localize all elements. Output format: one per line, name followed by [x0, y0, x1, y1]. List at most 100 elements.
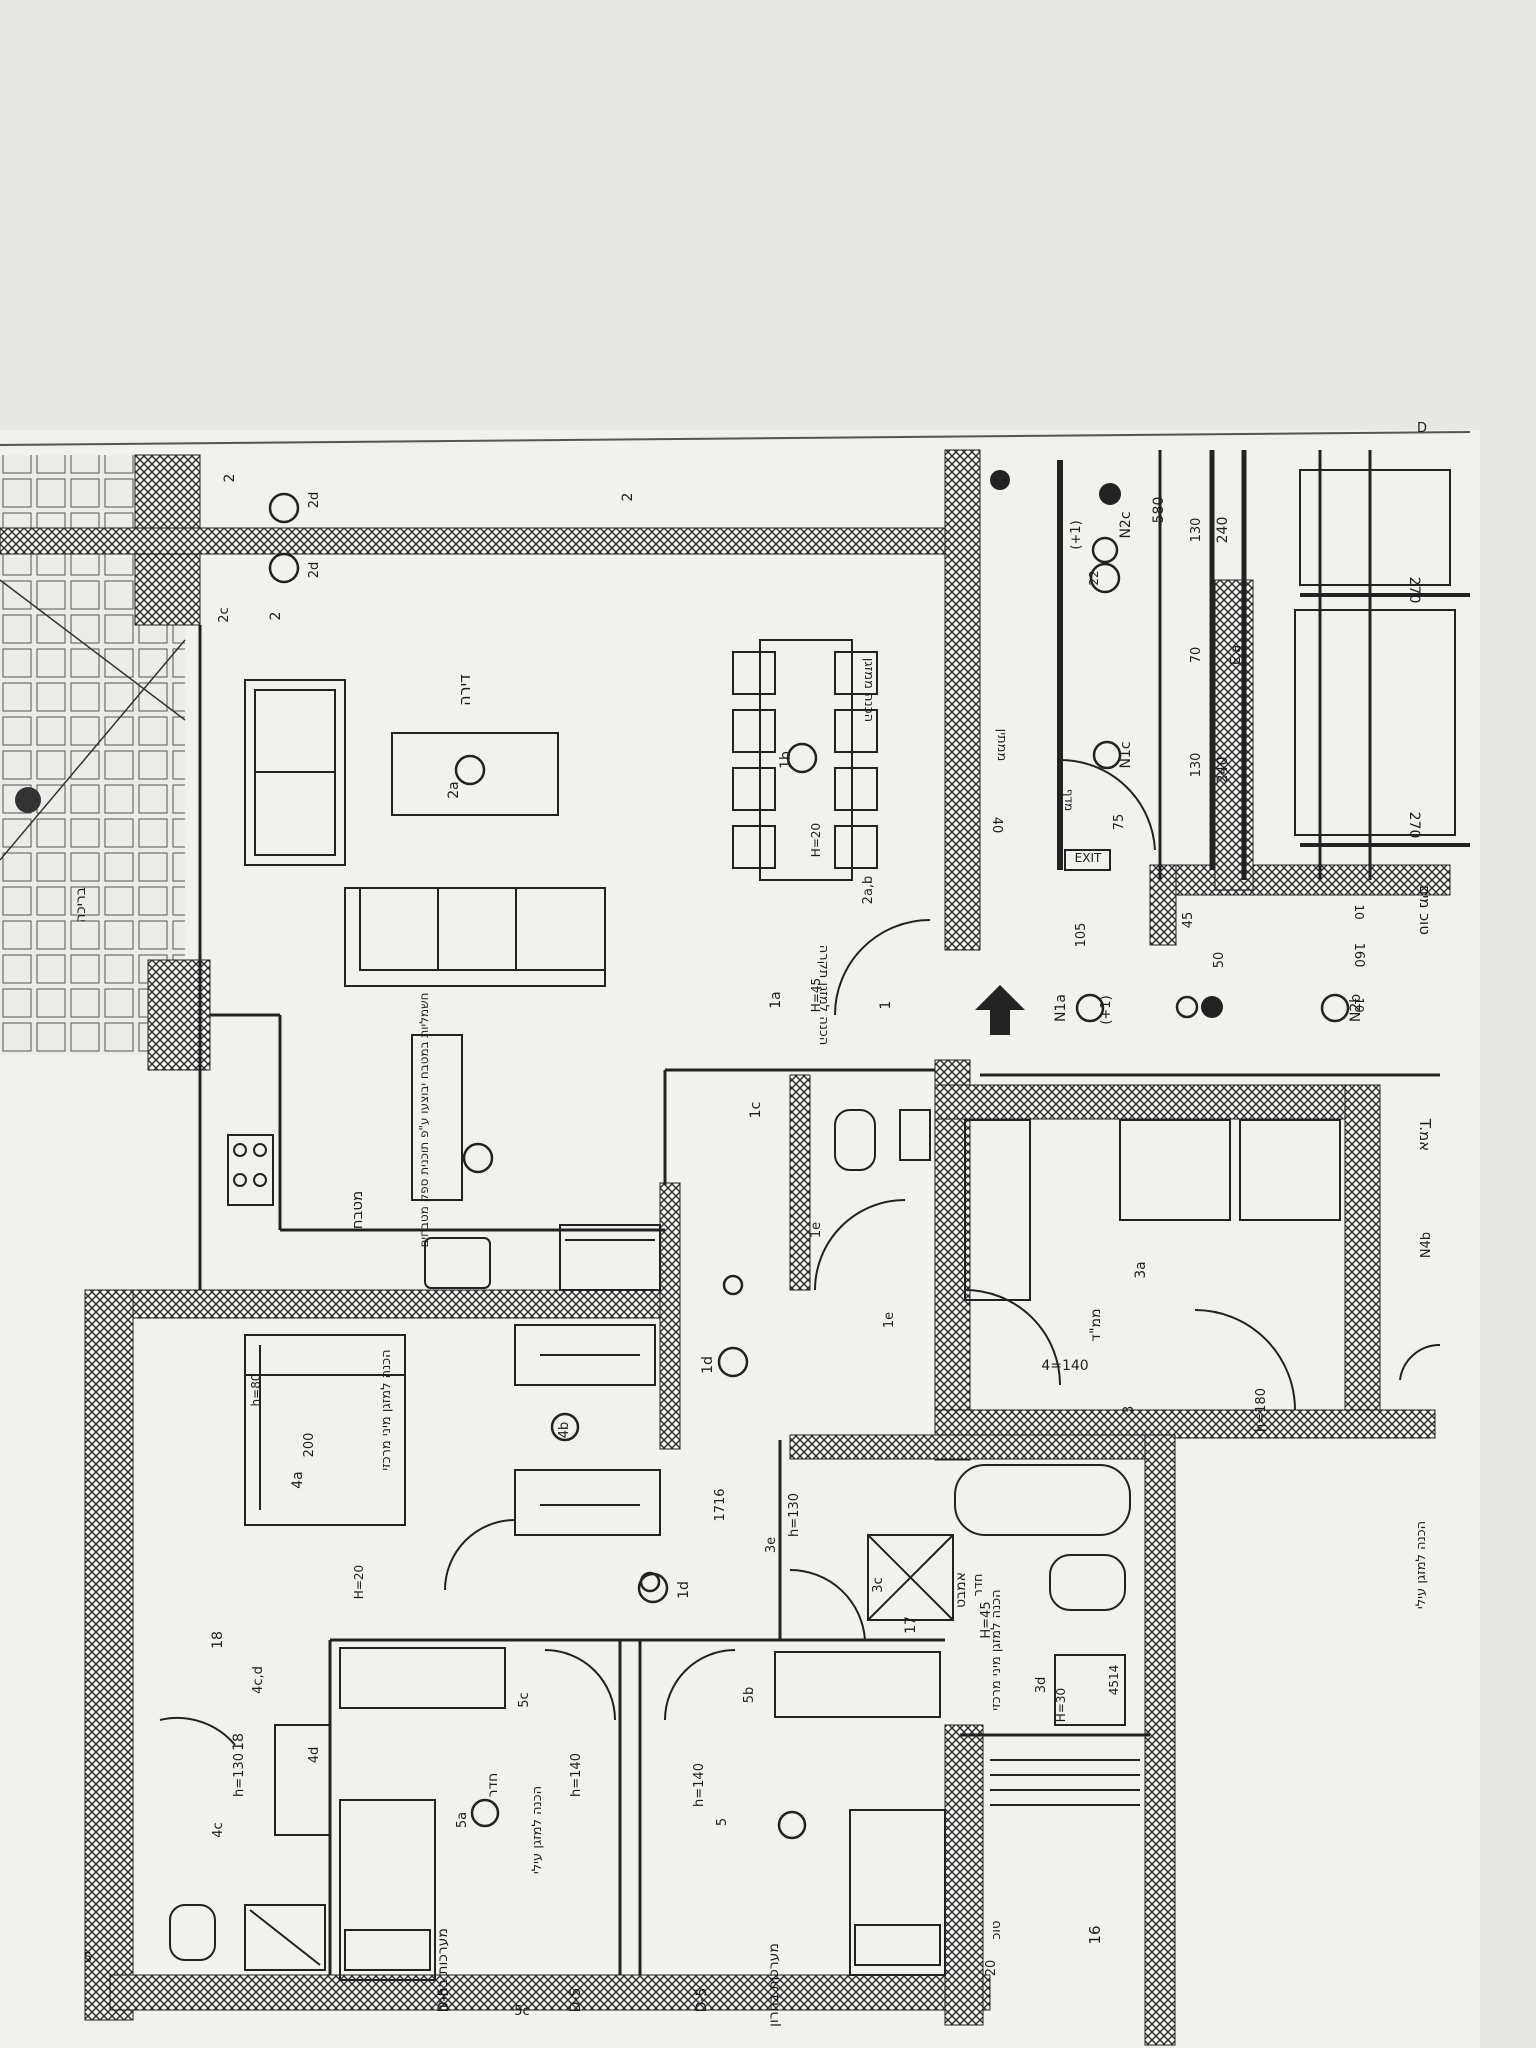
plan-label-heights-h30: H=30 [1054, 1688, 1068, 1722]
plan-label-fixtures-f2-c: 2 [222, 474, 238, 483]
plan-label-dimensions-d160: 160 [1351, 943, 1366, 968]
plan-label-heights-h20-mid: H=20 [352, 1565, 366, 1599]
wall [1344, 1084, 1381, 1436]
plan-label-fixtures-f5c: 5c [517, 1692, 532, 1707]
wall [659, 1182, 681, 1450]
plan-label-rooms-parent-room: T.אמ [1416, 1118, 1434, 1151]
door-swing [964, 1289, 1061, 1386]
plan-label-fixtures-f3c: 3c [871, 1577, 886, 1592]
plan-label-fixtures-fEa: E.a [1229, 645, 1244, 665]
plan-label-dimensions-d130b: 130 [1189, 753, 1204, 778]
dining-chair [834, 825, 878, 869]
plan-label-dimensions-d270a: 270 [1406, 577, 1422, 604]
wall [789, 1074, 811, 1291]
wardrobe [514, 1469, 661, 1536]
plan-label-fixtures-fN2c: N2c [1118, 511, 1134, 538]
plan-label-fixtures-fN2b: N2b [1348, 994, 1364, 1022]
wall [944, 449, 981, 951]
plan-label-notes-counter-a: מערכות בחרון [435, 1928, 451, 2012]
plan-label-fixtures-f5a: 5a [455, 1812, 470, 1828]
wall [1214, 579, 1254, 891]
plan-label-fixtures-f20: 20 [984, 1960, 999, 1977]
plan-label-dimensions-d70: 70 [1189, 647, 1204, 664]
plan-label-fixtures-fD5a: D-5 [436, 1988, 452, 2013]
plan-label-fixtures-fD5b: D-5 [568, 1988, 584, 2013]
exit-sign-box [1064, 849, 1111, 871]
plan-label-fixtures-f3: 3 [1121, 1406, 1137, 1415]
coffee-table [391, 732, 559, 816]
plan-label-rooms-mamad: ממ"ד [1088, 1308, 1104, 1341]
plan-label-heights-h45-bath: H=45 [979, 1601, 994, 1638]
fridge [559, 1224, 661, 1291]
door-swing [789, 1568, 866, 1641]
dining-chair [732, 767, 776, 811]
stair-treads [990, 1759, 1140, 1806]
plan-label-dimensions-d10b: 10 [1352, 997, 1366, 1012]
plan-label-grid-markers-1: 5c [514, 2004, 529, 2019]
wall [84, 1289, 134, 2021]
wall [944, 1724, 984, 2026]
plan-label-fixtures-f1d-b: 1d [676, 1581, 692, 1599]
fixture-dots [990, 470, 1223, 1018]
plan-label-fixtures-f2ab: 2a,b [861, 876, 876, 905]
plan-label-fixtures-f2d-b: 2d [307, 562, 322, 579]
wc-sink [899, 1109, 931, 1161]
plan-label-notes-ac-ceiling: הכנה למזגן תקרה [816, 945, 831, 1046]
door-swing [544, 1649, 616, 1721]
plan-label-notes-ac-prep-living: הכנה למזגן מיני מרכזי [379, 1349, 394, 1470]
dining-chair [834, 767, 878, 811]
door-swing [444, 1519, 516, 1591]
door-swing [1059, 758, 1156, 851]
plan-label-fixtures-f1d-a: 1d [700, 1356, 716, 1374]
cooktop [227, 1134, 274, 1206]
plan-label-fixtures-f5b: 5b [742, 1687, 757, 1704]
wardrobe [514, 1324, 656, 1386]
dining-chair [732, 651, 776, 695]
plan-label-dimensions-d10a: 10 [1352, 904, 1366, 919]
mamad-bed [1119, 1119, 1231, 1221]
plan-label-rooms-apartment: דירה [455, 674, 474, 706]
dining-chair [732, 709, 776, 753]
plan-label-dimensions-d240a: 240 [1215, 517, 1231, 544]
plan-label-notes-kitchen-plumbing: חשמליות במטבח יבוצעו ע"פ תוכנית ספק מטבח… [417, 992, 431, 1247]
sink [1054, 1654, 1126, 1726]
entrance-arrow [975, 985, 1025, 1035]
toilet [169, 1904, 216, 1961]
drawing-area [0, 430, 1480, 2048]
plan-label-fixtures-f2c: 2c [217, 607, 232, 622]
plan-label-fixtures-f1e-a: 1e [809, 1222, 824, 1238]
plan-label-fixtures-f2-b: 2 [268, 612, 284, 621]
plan-label-fixtures-f4a: 4a [290, 1471, 306, 1489]
plan-label-fixtures-f18b: 18 [231, 1733, 247, 1751]
plan-label-dimensions-d270b: 270 [1406, 812, 1422, 839]
wall [789, 1434, 1171, 1460]
plan-label-fixtures-f2d-a: 2d [307, 492, 322, 509]
door-swing [1194, 1309, 1296, 1411]
bed [339, 1799, 436, 1981]
plan-label-rooms-bath: אמבט [953, 1572, 969, 1608]
plan-label-notes-exit: EXIT [1075, 851, 1102, 865]
plan-label-rooms-bedroom-b: חדר [971, 1574, 986, 1597]
pool-diagonal [0, 639, 186, 861]
wardrobe [774, 1651, 941, 1718]
reference-line [0, 431, 1471, 446]
balcony-planter [1299, 469, 1451, 586]
balcony-planter [1294, 609, 1456, 836]
plan-label-fixtures-f1b: 1b [778, 751, 794, 769]
plan-label-heights-h140b: h=140 [692, 1763, 707, 1807]
plan-label-heights-h140a: h=140 [569, 1753, 584, 1797]
plan-label-fixtures-f2-a: 2 [620, 493, 636, 502]
plan-label-dimensions-d40: 40 [989, 817, 1004, 834]
plan-label-fixtures-f22: 22 [1087, 570, 1101, 585]
plan-label-fixtures-f4cd: 4c,d [251, 1666, 266, 1694]
toilet [1049, 1554, 1126, 1611]
plan-label-fixtures-f3a: 3a [1133, 1261, 1149, 1279]
wall [0, 527, 961, 555]
plan-label-heights-h130b: h=130 [232, 1753, 247, 1797]
shower-tray [244, 1904, 326, 1971]
plan-label-heights-h45-top: H=45 [809, 978, 823, 1012]
plan-label-fixtures-f2a: 2a [446, 781, 462, 799]
plan-label-fixtures-f1: 1 [878, 1001, 894, 1010]
